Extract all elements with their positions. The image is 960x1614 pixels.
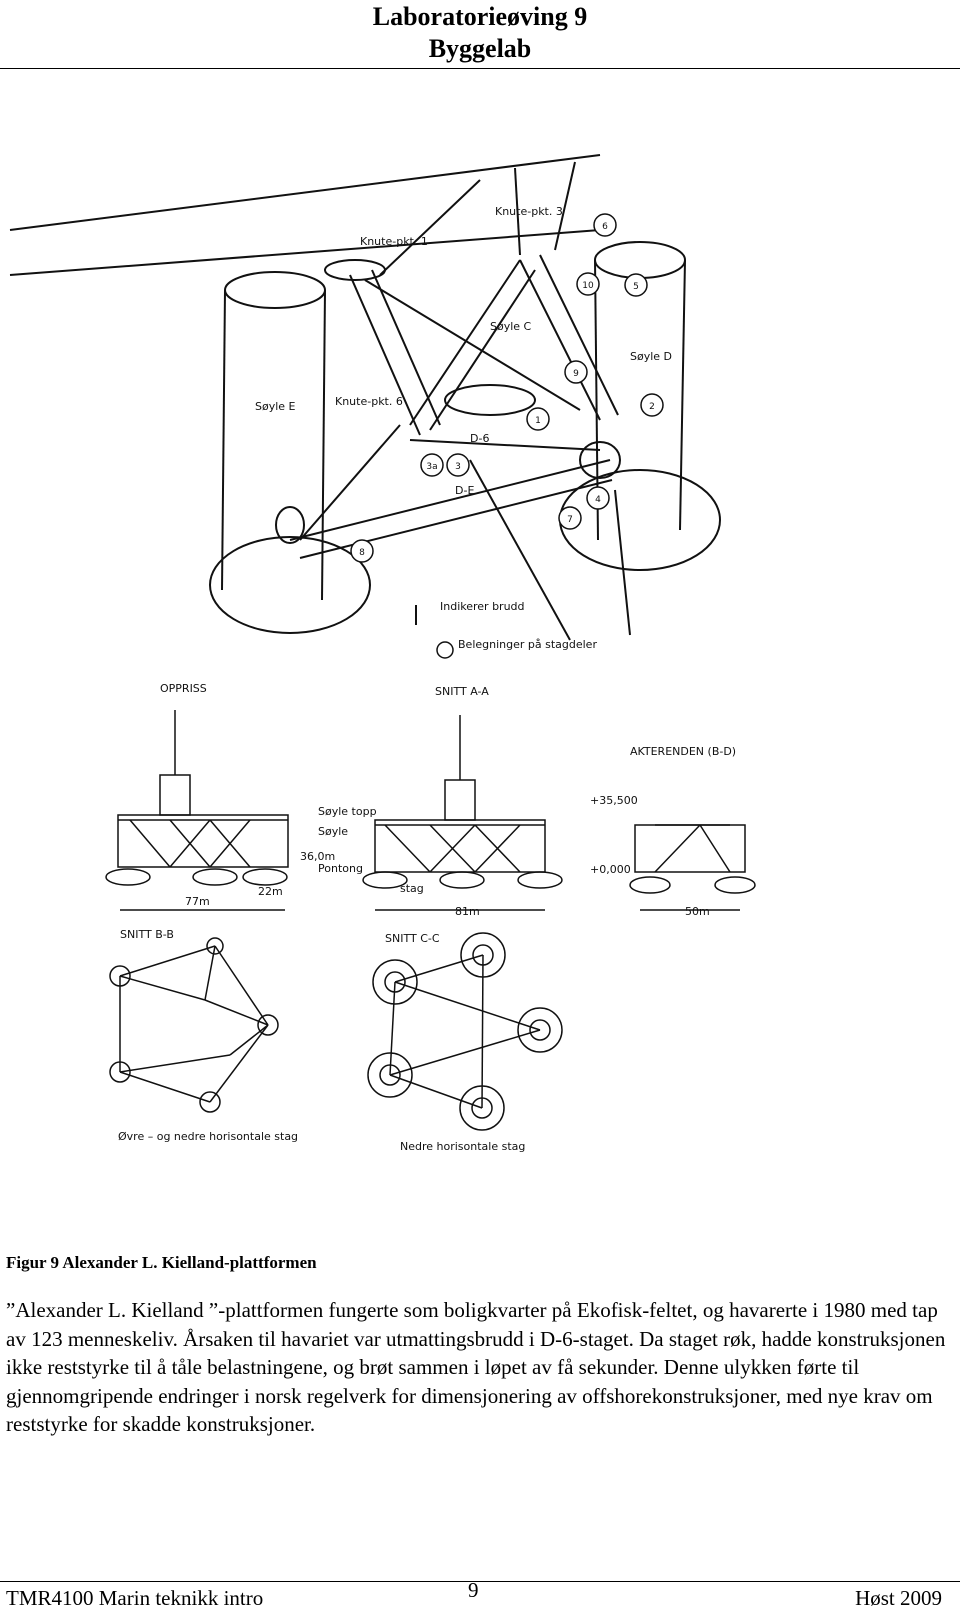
column-d-top [594,241,686,279]
footer-course: TMR4100 Marin teknikk intro [6,1586,264,1610]
label-soyle-c: Søyle C [490,320,532,333]
label-soyle-d: Søyle D [630,350,672,363]
circle-number: 7 [567,515,573,525]
label-knute-pkt1: Knute-pkt. 1 [360,235,428,248]
page-footer: TMR4100 Marin teknikk intro 9 Høst 2009 [0,1578,960,1614]
circle-number: 10 [582,281,594,291]
deck-beam-upper [9,154,601,231]
label-nedre-stag: Nedre horisontale stag [400,1140,525,1153]
header-title: Laboratorieøving 9 [372,2,588,31]
label-d6: D-6 [470,432,489,445]
label-belegninger: Belegninger på stagdeler [458,638,597,651]
brace-d6 [409,439,601,451]
footer-divider [0,1581,960,1582]
circle-number: 3 [455,462,461,472]
label-elev-35: +35,500 [590,794,638,807]
header-divider [0,68,960,69]
figure-caption: Figur 9 Alexander L. Kielland-plattforme… [6,1253,317,1272]
label-pontong: Pontong [318,862,363,875]
footer-term: Høst 2009 [855,1586,942,1610]
label-soyle-topp: Søyle topp [318,805,377,818]
label-dim-81: 81m [455,905,480,918]
label-knute-pkt3: Knute-pkt. 3 [495,205,563,218]
label-indikerer-brudd: Indikerer brudd [440,600,525,613]
label-stag: stag [400,882,424,895]
body-text: ”Alexander L. Kielland ”-plattformen fun… [6,1296,950,1439]
column-e-footing [209,536,371,634]
label-snitt-bb: SNITT B-B [120,928,174,941]
header-subtitle: Byggelab [428,34,532,63]
label-d-e: D-E [455,484,474,497]
column-d-footing [559,469,721,571]
brace-d-e [289,459,611,541]
label-snitt-cc: SNITT C-C [385,932,440,945]
circle-number: 6 [602,222,608,232]
label-soyle: Søyle [318,825,348,838]
brace-1 [349,274,421,436]
label-knute-pkt6: Knute-pkt. 6 [335,395,403,408]
page-number: 9 [468,1578,479,1602]
label-snitt-aa: SNITT A-A [435,685,489,698]
circle-number: 9 [573,369,579,379]
label-dim-22: 22m [258,885,283,898]
label-dim-50: 50m [685,905,710,918]
label-ovre-stag: Øvre – og nedre horisontale stag [118,1130,298,1143]
label-akterenden: AKTERENDEN (B-D) [630,745,736,758]
figure-kielland-platform: 6 5 10 9 1 2 3 3a 4 7 8 Knute-pkt. 1 Knu… [0,80,960,1200]
label-elev-0: +0,000 [590,863,631,876]
deck-beam-lower [9,229,601,276]
brace-c [409,259,521,426]
circle-number: 3a [426,462,437,472]
label-dim-36: 36,0m [300,850,335,863]
label-dim-77: 77m [185,895,210,908]
circle-number-labels: 6 5 10 9 1 2 3 3a 4 7 8 [359,222,655,558]
plan-views [109,932,563,1131]
body-paragraph: ”Alexander L. Kielland ”-plattformen fun… [6,1298,946,1436]
elevation-views [105,710,756,911]
circle-number: 8 [359,548,365,558]
circle-number: 5 [633,282,639,292]
circle-number: 4 [595,495,601,505]
circle-number: 1 [535,416,541,426]
platform-drawing: 6 5 10 9 1 2 3 3a 4 7 8 Knute-pkt. 1 Knu… [9,154,756,1153]
column-e-top [224,271,326,309]
circle-number: 2 [649,402,655,412]
label-oppriss: OPPRISS [160,682,207,695]
label-soyle-e: Søyle E [255,400,296,413]
